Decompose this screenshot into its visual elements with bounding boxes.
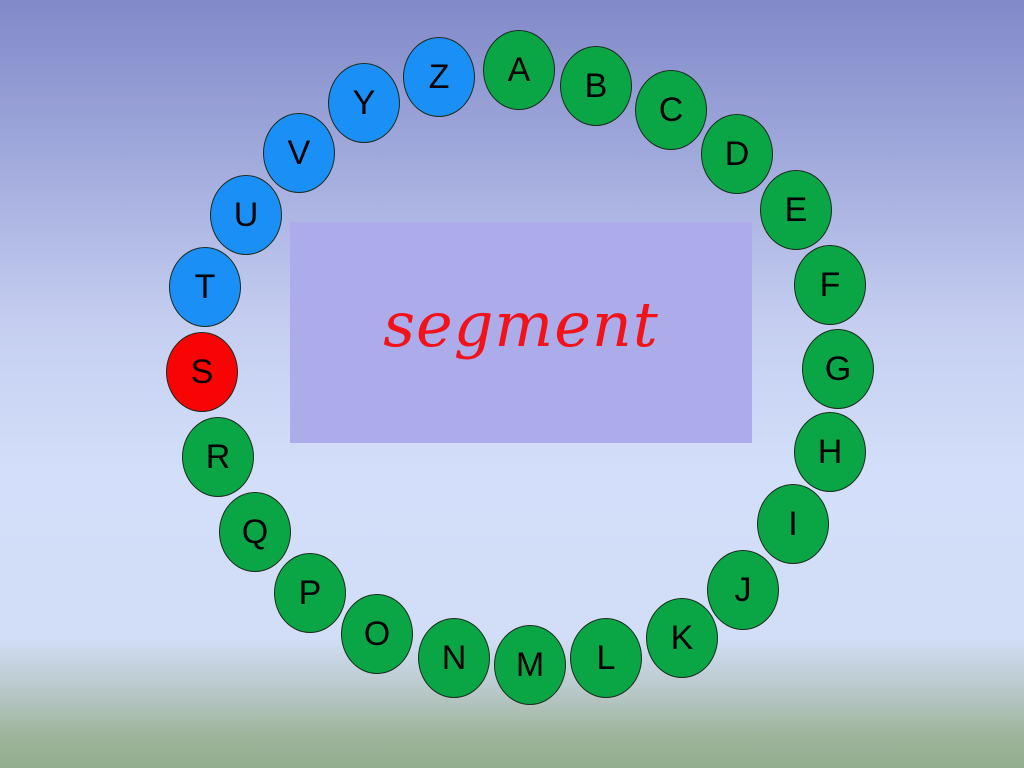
letter-d-button[interactable]: D [701, 114, 773, 194]
target-word: segment [383, 288, 659, 361]
letter-r-button[interactable]: R [182, 417, 254, 497]
letter-a-button[interactable]: A [483, 30, 555, 110]
letter-e-button[interactable]: E [760, 170, 832, 250]
letter-v-button[interactable]: V [263, 113, 335, 193]
letter-q-button[interactable]: Q [219, 492, 291, 572]
letter-n-button[interactable]: N [418, 618, 490, 698]
letter-o-button[interactable]: O [341, 594, 413, 674]
letter-j-button[interactable]: J [707, 550, 779, 630]
letter-l-button[interactable]: L [570, 618, 642, 698]
letter-u-button[interactable]: U [210, 175, 282, 255]
letter-f-button[interactable]: F [794, 245, 866, 325]
word-panel: segment [290, 222, 752, 443]
letter-z-button[interactable]: Z [403, 37, 475, 117]
letter-h-button[interactable]: H [794, 412, 866, 492]
letter-t-button[interactable]: T [169, 247, 241, 327]
letter-i-button[interactable]: I [757, 484, 829, 564]
letter-g-button[interactable]: G [802, 329, 874, 409]
letter-m-button[interactable]: M [494, 625, 566, 705]
letter-b-button[interactable]: B [560, 46, 632, 126]
letter-c-button[interactable]: C [635, 70, 707, 150]
letter-y-button[interactable]: Y [328, 63, 400, 143]
letter-p-button[interactable]: P [274, 553, 346, 633]
letter-s-button[interactable]: S [166, 332, 238, 412]
letter-k-button[interactable]: K [646, 598, 718, 678]
